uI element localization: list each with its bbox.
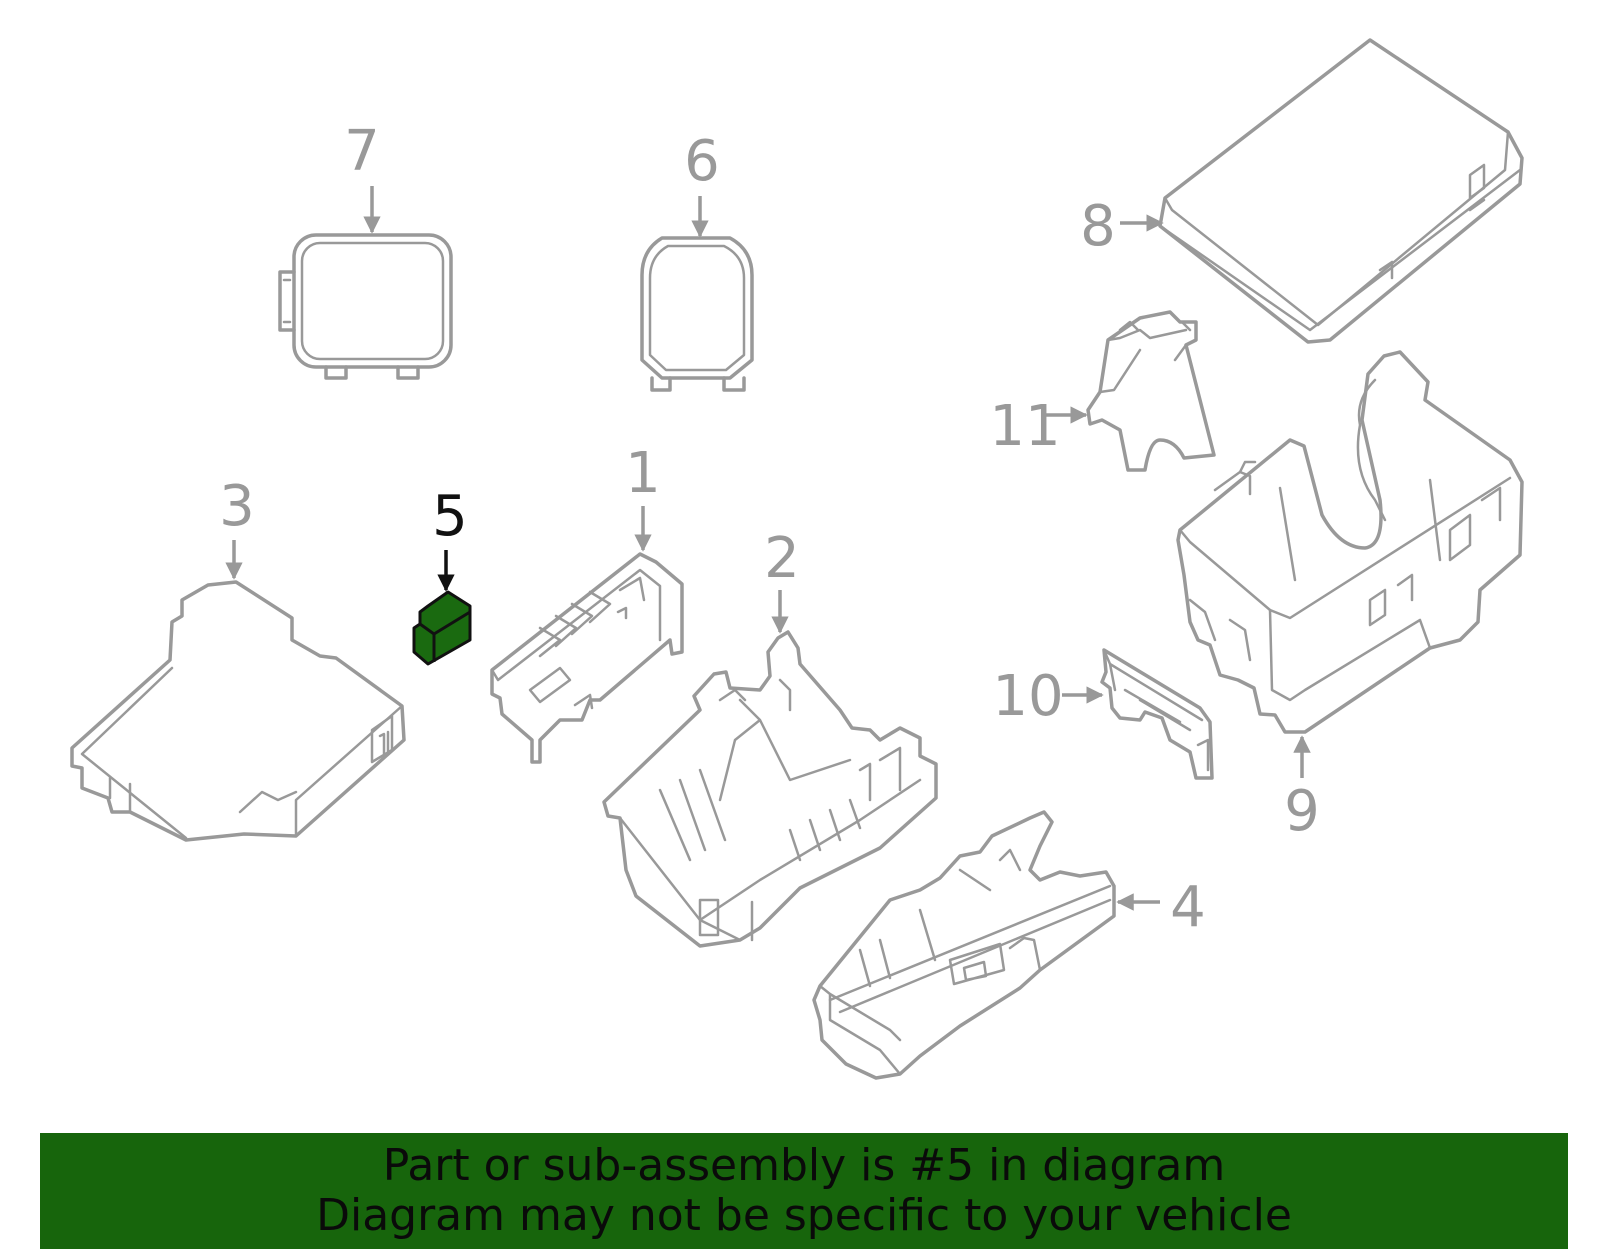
part-11-bracket[interactable] [1086,310,1216,472]
svg-text:5: 5 [432,484,468,549]
part-6-cover[interactable] [640,236,754,392]
banner-line-part-number: Part or sub-assembly is #5 in diagram [382,1140,1226,1191]
svg-text:1: 1 [625,441,661,506]
callout-1: 1 [625,441,661,552]
callout-6: 6 [684,129,720,238]
callout-10: 10 [992,664,1104,729]
part-1-relay-block[interactable] [490,552,684,764]
callout-5: 5 [432,484,468,592]
part-8-upper-cover[interactable] [1158,38,1524,344]
callout-3: 3 [219,474,255,580]
callout-7: 7 [344,119,381,234]
svg-text:6: 6 [684,129,720,194]
svg-text:8: 8 [1080,194,1116,259]
callout-11: 11 [989,394,1088,459]
callout-9: 9 [1284,735,1320,844]
info-banner: Part or sub-assembly is #5 in diagram Di… [40,1133,1568,1249]
callout-2: 2 [764,526,800,634]
callout-4: 4 [1116,875,1206,940]
banner-line-disclaimer: Diagram may not be specific to your vehi… [316,1190,1292,1241]
svg-text:10: 10 [992,664,1063,729]
svg-text:2: 2 [764,526,800,591]
part-3-cover[interactable] [70,580,406,842]
svg-text:3: 3 [219,474,255,539]
part-2-fuse-block[interactable] [602,630,938,948]
svg-text:7: 7 [344,119,380,184]
part-9-lower-case[interactable] [1176,350,1524,734]
part-7-cover[interactable] [278,233,453,380]
svg-text:11: 11 [989,394,1060,459]
callout-8: 8 [1080,194,1164,259]
svg-text:4: 4 [1170,875,1206,940]
part-4-lower-tray[interactable] [812,810,1116,1080]
part-5-fuse-highlighted[interactable] [412,590,472,666]
svg-text:9: 9 [1284,779,1320,844]
part-10-bracket[interactable] [1100,648,1214,780]
